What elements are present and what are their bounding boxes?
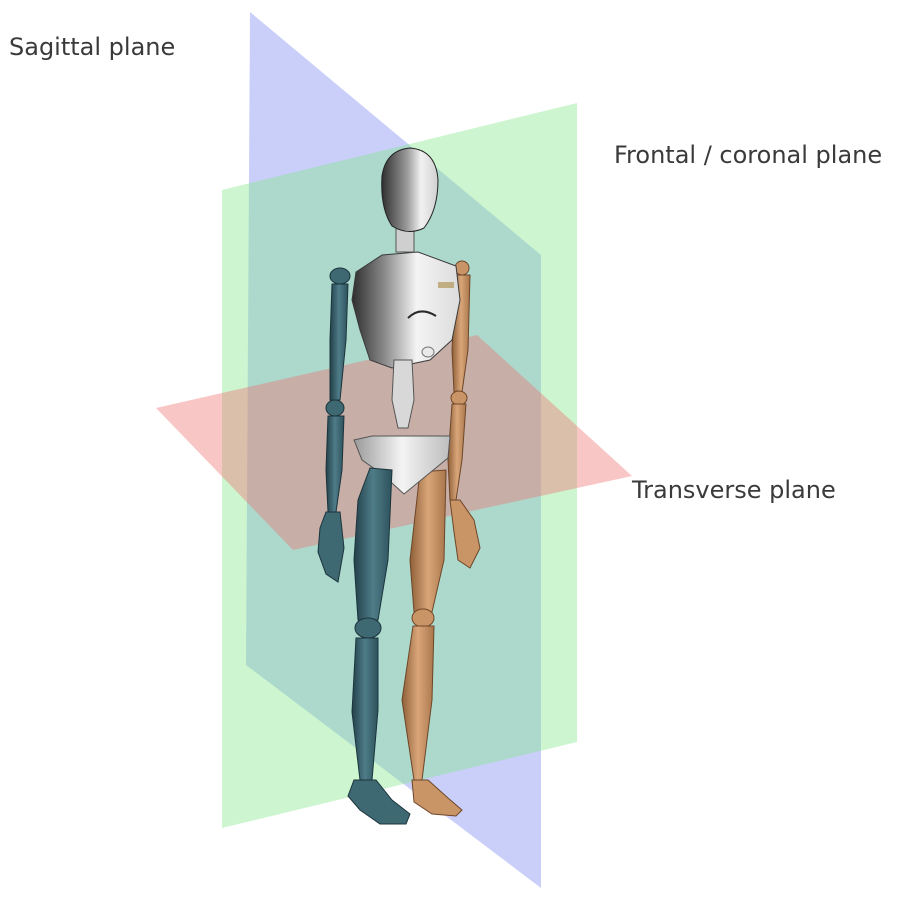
sagittal-plane-label: Sagittal plane: [9, 35, 175, 59]
frontal-plane-label: Frontal / coronal plane: [614, 143, 882, 167]
transverse-plane-label: Transverse plane: [632, 478, 836, 502]
